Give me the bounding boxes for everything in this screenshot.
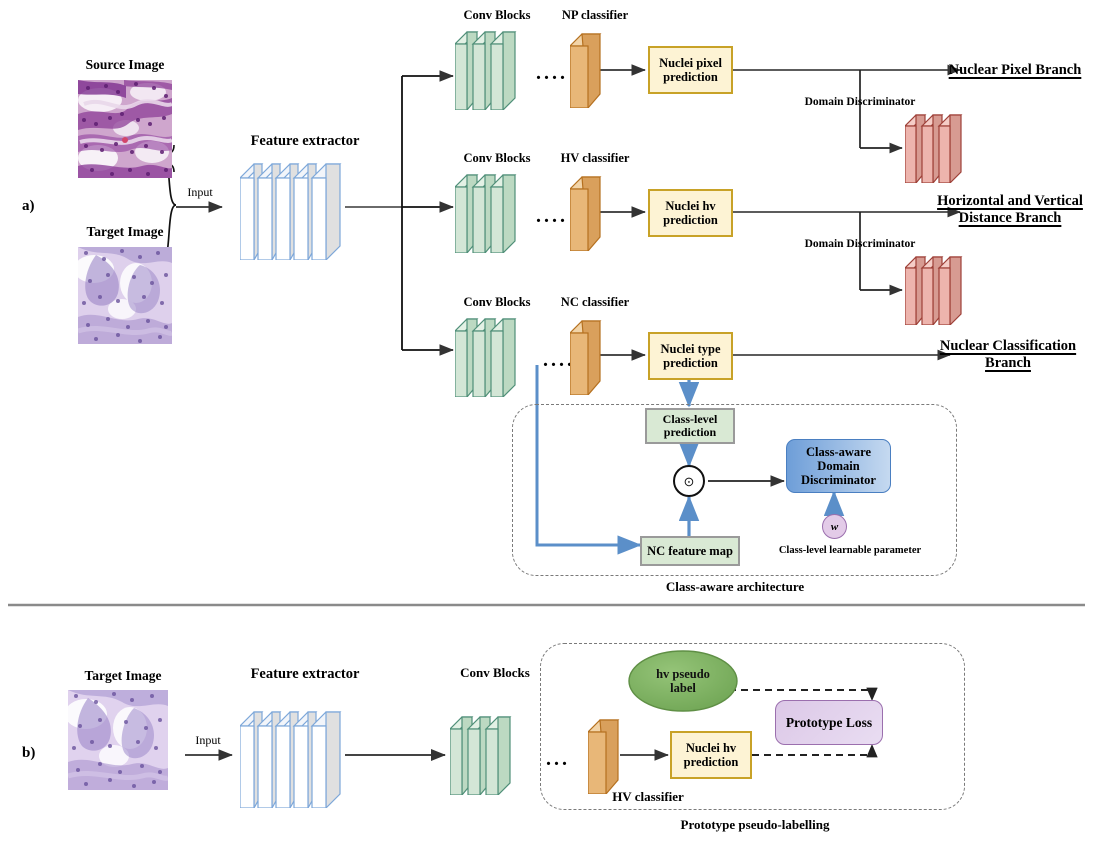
conv-blocks-b <box>448 715 530 797</box>
ellipsis-nc: .... <box>543 349 575 371</box>
nuclei-type-prediction-box: Nuclei type prediction <box>648 332 733 380</box>
source-image-label: Source Image <box>85 57 165 72</box>
learnable-parameter-caption: Class-level learnable parameter <box>778 545 922 556</box>
nc-classifier-slab <box>568 319 604 397</box>
nuclei-pixel-prediction-box: Nuclei pixel prediction <box>648 46 733 94</box>
conv-blocks-hv <box>453 173 535 255</box>
domain-discriminator-label-hv: Domain Discriminator <box>804 238 916 250</box>
hv-classifier-label-a: HV classifier <box>560 151 630 165</box>
class-aware-architecture-container <box>512 404 957 576</box>
learnable-weight-circle: w <box>822 514 847 539</box>
prototype-loss-box: Prototype Loss <box>775 700 883 745</box>
np-classifier-label: NP classifier <box>561 8 629 22</box>
conv-blocks-label-hv: Conv Blocks <box>463 151 531 165</box>
panel-b-letter: b) <box>22 745 36 761</box>
nuclear-pixel-branch-title: Nuclear Pixel Branch <box>948 62 1082 78</box>
feature-extractor-label-b: Feature extractor <box>250 666 360 682</box>
ellipsis-np: .... <box>536 62 568 84</box>
ellipsis-b: ... <box>546 748 570 770</box>
class-aware-architecture-caption: Class-aware architecture <box>665 579 805 594</box>
domain-discriminator-hv <box>903 255 980 327</box>
elementwise-product-operator: ⊙ <box>673 465 705 497</box>
hv-pseudo-label-ellipse: hv pseudo label <box>628 650 738 712</box>
prototype-pseudo-labelling-caption: Prototype pseudo-labelling <box>680 817 830 832</box>
hv-classifier-label-b: HV classifier <box>612 789 684 804</box>
conv-blocks-nc <box>453 317 535 399</box>
conv-blocks-label-nc: Conv Blocks <box>463 295 531 309</box>
ellipsis-hv: .... <box>536 205 568 227</box>
hv-classifier-slab-b <box>586 718 622 796</box>
np-classifier-slab <box>568 32 604 110</box>
panel-a-letter: a) <box>22 198 35 214</box>
source-image <box>78 80 174 178</box>
weight-symbol: w <box>830 520 839 533</box>
conv-blocks-label-b: Conv Blocks <box>460 665 530 680</box>
input-arrow-label-b: Input <box>195 733 221 747</box>
conv-blocks-np <box>453 30 535 112</box>
class-aware-domain-discriminator-box: Class-aware Domain Discriminator <box>786 439 891 493</box>
target-image-b <box>65 690 169 790</box>
hv-classifier-slab-a <box>568 175 604 253</box>
hv-distance-branch-title: Horizontal and Vertical Distance Branch <box>937 193 1083 227</box>
domain-discriminator-label-np: Domain Discriminator <box>804 96 916 108</box>
target-image-label-a: Target Image <box>86 224 164 239</box>
feature-extractor-a <box>238 160 350 263</box>
feature-extractor-label-a: Feature extractor <box>250 133 360 149</box>
conv-blocks-label-np: Conv Blocks <box>463 8 531 22</box>
nuclei-hv-prediction-box-b: Nuclei hv prediction <box>670 731 752 779</box>
operator-symbol: ⊙ <box>683 473 695 489</box>
feature-extractor-b <box>238 708 350 811</box>
nuclear-classification-branch-title: Nuclear Classification Branch <box>939 338 1077 372</box>
nc-classifier-label: NC classifier <box>560 295 630 309</box>
class-level-prediction-box: Class-level prediction <box>645 408 735 444</box>
hv-pseudo-label-text: hv pseudo label <box>656 666 710 695</box>
nuclei-hv-prediction-box-a: Nuclei hv prediction <box>648 189 733 237</box>
prototype-pseudo-labelling-container <box>540 643 965 810</box>
input-arrow-label-a: Input <box>187 185 213 199</box>
target-image-a <box>74 247 174 344</box>
domain-discriminator-np <box>903 113 980 185</box>
target-image-label-b: Target Image <box>84 668 162 683</box>
nc-feature-map-box: NC feature map <box>640 536 740 566</box>
